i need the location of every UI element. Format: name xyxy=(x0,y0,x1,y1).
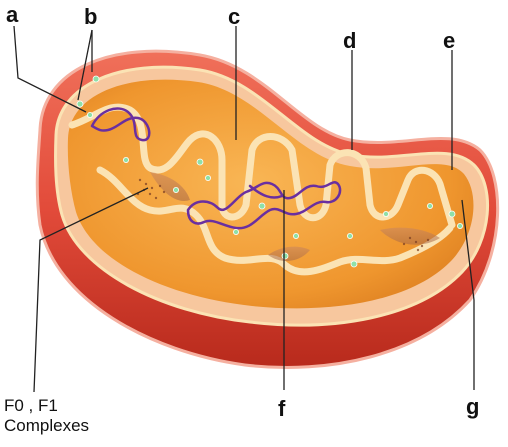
label-complexes-line1: F0 , F1 xyxy=(4,396,89,416)
label-e: e xyxy=(443,30,455,52)
label-a: a xyxy=(6,4,18,26)
label-d: d xyxy=(343,30,356,52)
label-b: b xyxy=(84,6,97,28)
label-c: c xyxy=(228,6,240,28)
label-g: g xyxy=(466,396,479,418)
label-complexes: F0 , F1 Complexes xyxy=(4,396,89,437)
label-f: f xyxy=(278,398,285,420)
label-complexes-line2: Complexes xyxy=(4,416,89,436)
